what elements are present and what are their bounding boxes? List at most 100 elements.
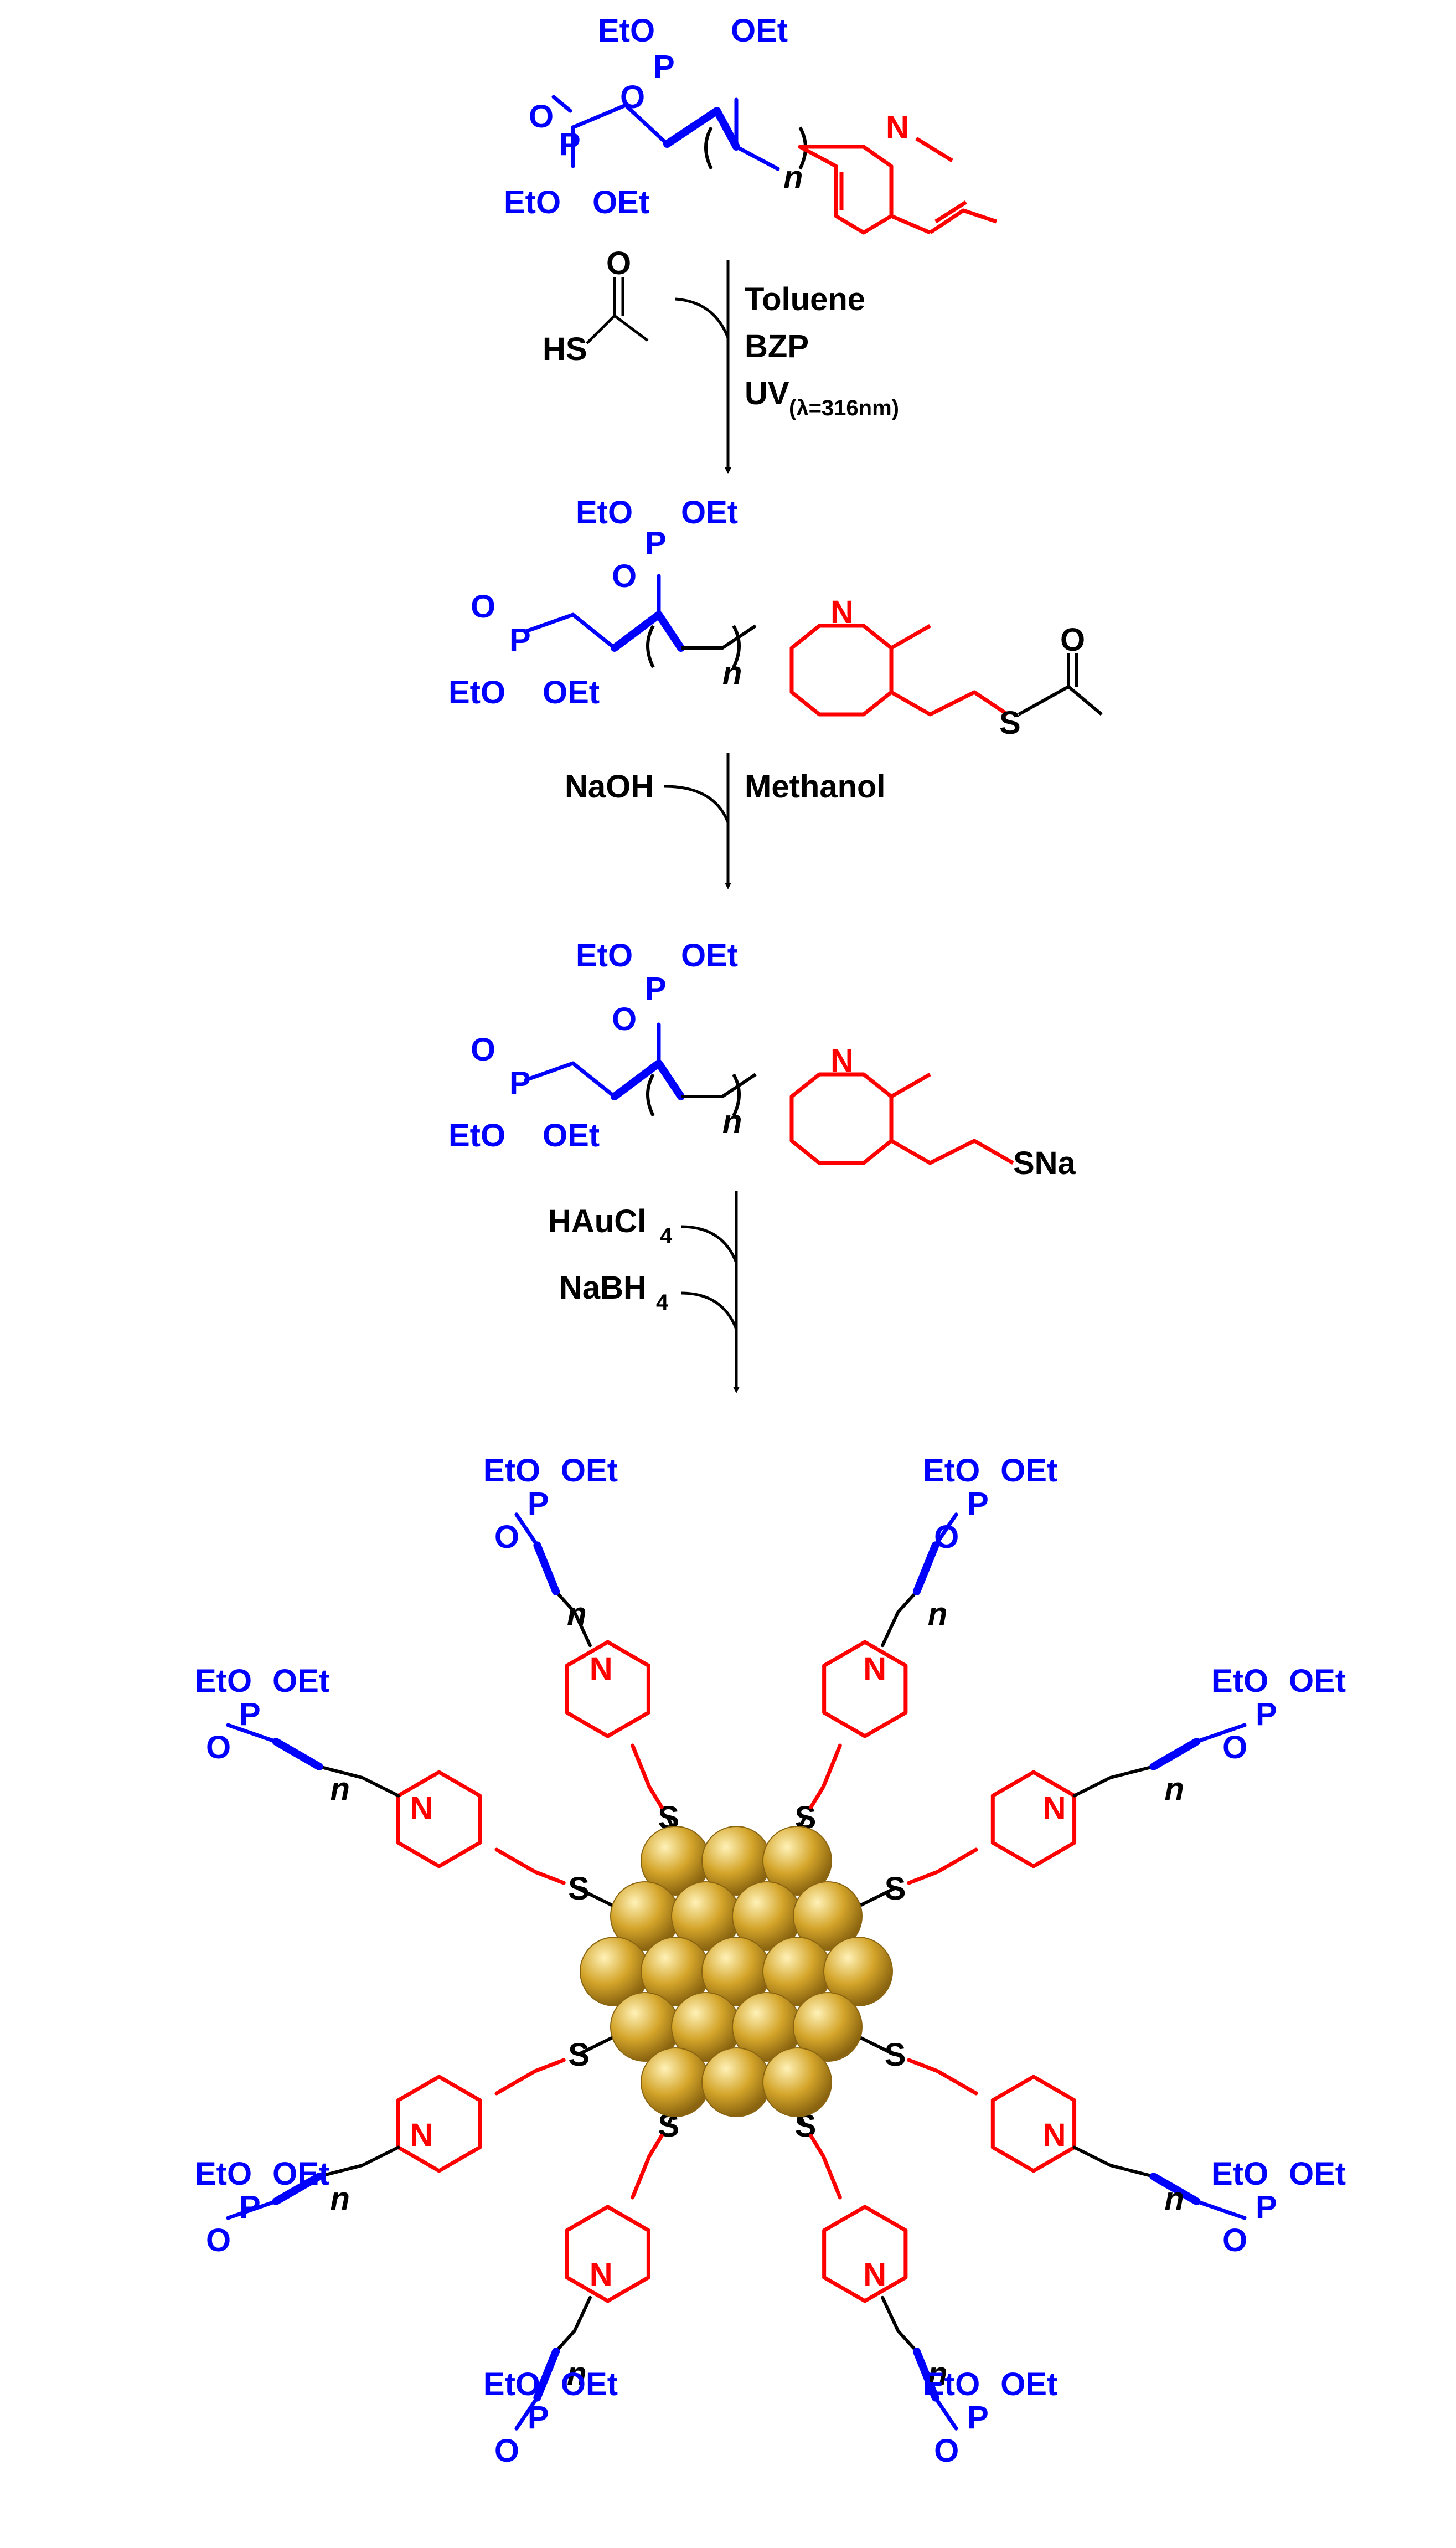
step1-uv: UV bbox=[745, 375, 789, 411]
ethyl-linker bbox=[907, 2058, 978, 2096]
au-s-bond bbox=[859, 2036, 896, 2056]
s3-p2-left: EtO bbox=[448, 1118, 505, 1154]
polymer-backbone bbox=[514, 1512, 539, 1547]
au-s-bond bbox=[576, 2036, 613, 2056]
polymer-backbone-bold bbox=[1149, 1738, 1201, 1770]
s1-p2-o: O bbox=[529, 99, 554, 135]
step1-reagent-hs: HS bbox=[543, 331, 587, 367]
ligand-p-5: P bbox=[239, 2189, 261, 2225]
ligand-pyridine-n-6: N bbox=[1043, 2117, 1066, 2153]
polymer-backbone bbox=[1194, 1723, 1247, 1744]
ligand-oet-2: OEt bbox=[1000, 1453, 1057, 1489]
ligand-pyridine-n-4: N bbox=[1043, 1790, 1066, 1826]
ligand-eto-1: EtO bbox=[483, 1453, 540, 1489]
s3-thiolate: SNa bbox=[1013, 1145, 1076, 1181]
ligand-p-4: P bbox=[1256, 1696, 1277, 1732]
structure-3-thiolate-polymer: EtO OEt P O O P EtO OEt n N SNa bbox=[448, 938, 1076, 1181]
ligand-o-8: O bbox=[934, 2433, 959, 2469]
ligand-s-6: S bbox=[885, 2037, 906, 2073]
s3-repeat-n: n bbox=[722, 1104, 742, 1140]
polymer-backbone-bold bbox=[533, 2348, 560, 2402]
s3-p2-o: O bbox=[471, 1032, 495, 1068]
ligand-o-6: O bbox=[1222, 2222, 1247, 2258]
s2-pyridine-n: N bbox=[830, 594, 854, 630]
step3-reagent2-sub: 4 bbox=[656, 1290, 669, 1315]
gold-nanoparticle bbox=[580, 1826, 893, 2117]
polymer-backbone bbox=[1194, 2199, 1247, 2220]
gold-atom-17 bbox=[641, 2047, 710, 2117]
gold-atom-12 bbox=[823, 1937, 893, 2006]
step3-reagent1: HAuCl bbox=[548, 1203, 646, 1239]
ethyl-linker bbox=[494, 2058, 566, 2096]
ligand-oet-6: OEt bbox=[1289, 2156, 1346, 2192]
polymer-backbone bbox=[933, 2396, 958, 2431]
ethyl-linker bbox=[809, 2134, 842, 2200]
ligand-pyridine-n-5: N bbox=[410, 2117, 433, 2153]
pyridine-ring bbox=[396, 2075, 482, 2173]
gold-atom-16 bbox=[793, 1992, 863, 2062]
ligand-eto-5: EtO bbox=[195, 2156, 252, 2192]
ligand-o-5: O bbox=[206, 2222, 231, 2258]
gold-atom-19 bbox=[762, 2047, 832, 2117]
ligand-repeat-n-2: n bbox=[928, 1596, 947, 1632]
pyridine-ring bbox=[565, 1640, 650, 1738]
pyridine-ring bbox=[990, 2075, 1077, 2173]
s3-p1-p: P bbox=[645, 971, 667, 1007]
step1-reagent-o: O bbox=[606, 245, 631, 281]
ligand-o-2: O bbox=[934, 1519, 959, 1555]
ligand-s-5: S bbox=[568, 2037, 590, 2073]
ethyl-linker bbox=[809, 1743, 842, 1809]
polymer-backbone bbox=[226, 1723, 278, 1744]
ethyl-linker bbox=[494, 1847, 566, 1885]
ligand-eto-8: EtO bbox=[923, 2366, 980, 2402]
polymer-backbone-bold bbox=[533, 1541, 560, 1595]
reaction-step-3: HAuCl 4 NaBH 4 bbox=[548, 1191, 740, 1393]
step3-reagent2: NaBH bbox=[559, 1270, 647, 1306]
chain-link bbox=[554, 2295, 592, 2354]
ligand-pyridine-n-2: N bbox=[863, 1651, 886, 1687]
ligand-p-8: P bbox=[967, 2400, 989, 2436]
s2-p1-left: EtO bbox=[576, 495, 633, 531]
s2-p2-p: P bbox=[509, 622, 531, 658]
s2-repeat-n: n bbox=[722, 655, 742, 691]
polymer-backbone-bold bbox=[912, 2348, 939, 2402]
ligand-pyridine-n-8: N bbox=[863, 2257, 886, 2293]
chain-link bbox=[317, 1765, 400, 1798]
s3-p2-right: OEt bbox=[543, 1118, 600, 1154]
ligand-repeat-n-3: n bbox=[331, 1771, 350, 1807]
chain-link bbox=[554, 1589, 592, 1648]
pyridine-ring bbox=[822, 1640, 908, 1738]
ethyl-linker bbox=[631, 2134, 664, 2200]
ligand-repeat-n-1: n bbox=[567, 1596, 586, 1632]
polymer-backbone bbox=[514, 2396, 539, 2431]
step1-initiator: BZP bbox=[745, 328, 809, 364]
step3-reagent1-sub: 4 bbox=[660, 1224, 673, 1248]
structure-1-vinyl-polymer: EtO OEt P O O P EtO OEt n N bbox=[504, 13, 998, 235]
step2-solvent: Methanol bbox=[745, 769, 886, 805]
s1-p2-right: OEt bbox=[592, 184, 649, 220]
s1-p1-right: OEt bbox=[731, 13, 788, 49]
reaction-step-2: NaOH Methanol bbox=[565, 753, 886, 889]
step1-uv-wavelength: (λ=316nm) bbox=[789, 396, 899, 420]
polymer-backbone-bold bbox=[272, 1738, 323, 1770]
s1-repeat-n: n bbox=[783, 159, 803, 195]
s1-p2-p: P bbox=[559, 126, 581, 162]
polymer-backbone bbox=[933, 1512, 958, 1547]
s1-pyridine-n: N bbox=[886, 110, 909, 146]
gold-atom-3 bbox=[762, 1826, 832, 1896]
polymer-backbone-bold bbox=[1149, 2173, 1201, 2205]
ligand-o-7: O bbox=[494, 2433, 519, 2469]
pyridine-ring bbox=[565, 2205, 650, 2303]
ligand-p-2: P bbox=[967, 1486, 989, 1522]
ligand-oet-1: OEt bbox=[561, 1453, 618, 1489]
ligand-pyridine-n-3: N bbox=[410, 1790, 433, 1826]
